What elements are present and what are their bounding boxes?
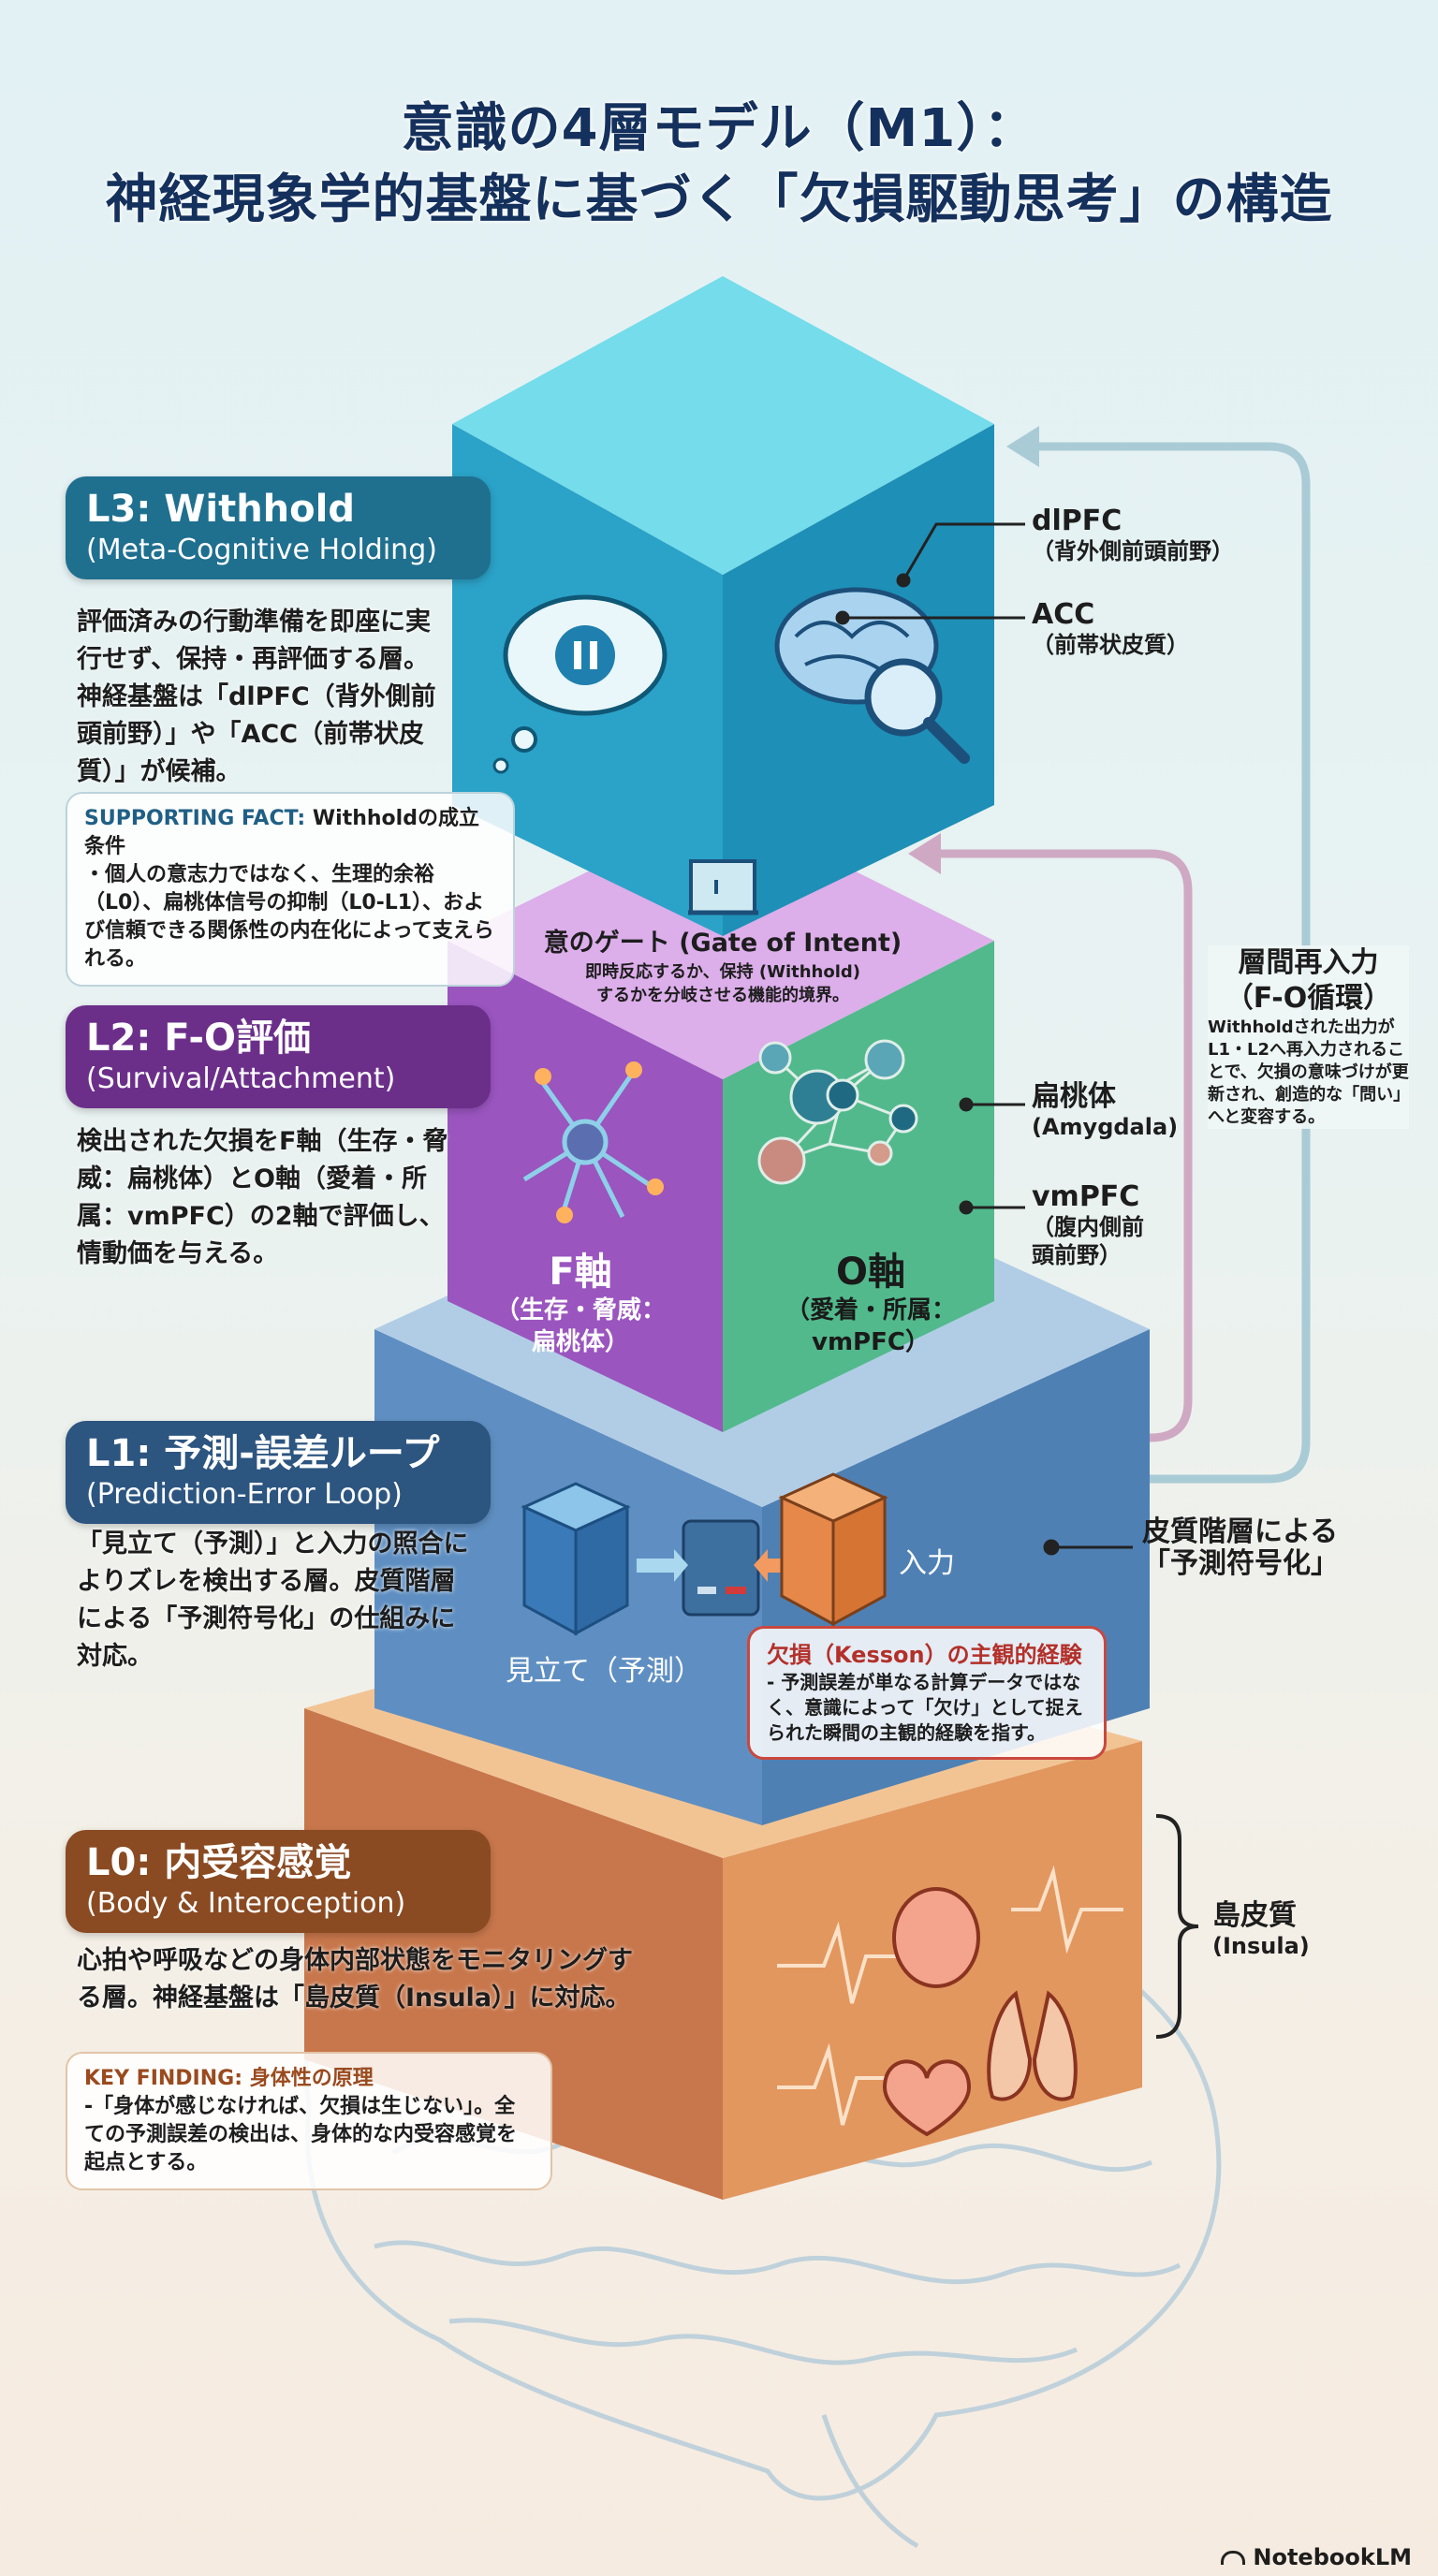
callout-lines-l3 [835, 522, 1025, 625]
callout-dlpfc-label: dlPFC [1032, 505, 1123, 537]
notebooklm-logo-icon [1221, 2550, 1246, 2565]
input-label: 入力 [899, 1547, 955, 1580]
callout-amygdala: 扁桃体 (Amygdala) [1032, 1081, 1178, 1141]
layer-l3-cube [452, 276, 994, 936]
page-title-line1: 意識の4層モデル（M1）： [401, 98, 1037, 159]
callout-dlpfc-sub: （背外側前頭前野） [1032, 538, 1234, 564]
gate-door-icon [688, 859, 758, 915]
heart-icon [882, 1887, 980, 2137]
l2-label-box: L2: F-O評価 (Survival/Attachment) [66, 1005, 491, 1108]
key-finding-label: KEY FINDING: [84, 2067, 243, 2090]
neuron-icon [522, 1061, 664, 1223]
callout-insula-sub: (Insula) [1212, 1933, 1310, 1959]
page-title-line2: 神経現象学的基盤に基づく「欠損駆動思考」の構造 [105, 169, 1333, 230]
layer-l2-cube [448, 805, 994, 1432]
o-axis-sub1: （愛着・所属： [785, 1296, 956, 1325]
gate-line1: 即時反応するか、保持 (Withhold) [584, 962, 861, 982]
key-finding-title: 身体性の原理 [249, 2067, 374, 2090]
gate-of-intent: 意のゲート (Gate of Intent) 即時反応するか、保持 (Withh… [536, 927, 910, 1007]
kesson-callout: 欠損（Kesson）の主観的経験 - 予測誤差が単なる計算データではなく、意識に… [747, 1626, 1107, 1760]
l2-heading: L2: F-O評価 [86, 1017, 311, 1060]
reentry-subtitle: （F-O循環） [1225, 982, 1392, 1015]
o-axis-title: O軸 [835, 1251, 905, 1294]
reentry-title: 層間再入力 [1238, 946, 1379, 979]
insula-bracket [1155, 1814, 1199, 2039]
l3-subheading: (Meta-Cognitive Holding) [86, 534, 437, 566]
social-network-icon [757, 1039, 918, 1185]
l0-label-box: L0: 内受容感覚 (Body & Interoception) [66, 1830, 491, 1933]
prediction-cube-icon [521, 1482, 631, 1636]
gate-title: 意のゲート (Gate of Intent) [543, 929, 902, 958]
brand-label: NotebookLM [1253, 2544, 1412, 2570]
l1-heading: L1: 予測-誤差ループ [86, 1432, 440, 1475]
comparator-panel-icon [637, 1519, 805, 1617]
kesson-body: - 予測誤差が単なる計算データではなく、意識によって「欠け」として捉えられた瞬間… [767, 1671, 1083, 1744]
key-finding-body: -「身体が感じなければ、欠損は生じない」。全ての予測誤差の検出は、身体的な内受容… [84, 2095, 518, 2174]
gate-line2: するかを分岐させる機能的境界。 [596, 986, 849, 1005]
f-axis-label: F軸 （生存・脅威： 扁桃体） [487, 1250, 674, 1358]
supporting-fact-title: Withholdの成立条件 [84, 807, 479, 858]
prediction-label: 見立て（予測） [506, 1655, 702, 1688]
l2-description: 検出された欠損をF軸（生存・脅威：扁桃体）とO軸（愛着・所属：vmPFC）の2軸… [77, 1127, 448, 1268]
callout-acc-label: ACC [1032, 598, 1095, 631]
f-axis-sub1: （生存・脅威： [494, 1296, 666, 1325]
l3-description: 評価済みの行動準備を即座に実行せず、保持・再評価する層。神経基盤は「dlPFC（… [77, 607, 436, 786]
callout-amygdala-sub: (Amygdala) [1032, 1114, 1179, 1140]
callout-acc: ACC （前帯状皮質） [1032, 599, 1189, 659]
f-axis-sub2: 扁桃体） [531, 1328, 629, 1356]
callout-vmpfc-label: vmPFC [1032, 1180, 1140, 1213]
thought-bubble-pause-icon [492, 594, 668, 774]
predictive-coding-line2: 「予測符号化」 [1142, 1547, 1339, 1580]
supporting-fact-label: SUPPORTING FACT: [84, 807, 306, 830]
input-cube-icon [778, 1472, 888, 1627]
f-axis-title: F軸 [549, 1251, 612, 1294]
l3-label-box: L3: Withhold (Meta-Cognitive Holding) [66, 476, 491, 579]
callout-lines-l2 [959, 1097, 1025, 1215]
notebooklm-brand: NotebookLM [1221, 2544, 1412, 2570]
l1-label-box: L1: 予測-誤差ループ (Prediction-Error Loop) [66, 1421, 491, 1524]
o-axis-sub2: vmPFC） [812, 1328, 930, 1356]
l1-subheading: (Prediction-Error Loop) [86, 1478, 403, 1511]
l3-supporting-fact-card: SUPPORTING FACT: Withholdの成立条件 ・個人の意志力では… [66, 792, 515, 987]
ecg-waveform-icon [777, 1865, 1123, 2126]
kesson-title: 欠損（Kesson）の主観的経験 [767, 1642, 1082, 1668]
callout-dlpfc: dlPFC （背外側前頭前野） [1032, 505, 1234, 565]
l0-heading: L0: 内受容感覚 [86, 1841, 352, 1884]
l0-description: 心拍や呼吸などの身体内部状態をモニタリングする層。神経基盤は「島皮質（Insul… [77, 1946, 633, 2012]
callout-vmpfc-sub: （腹内側前頭前野） [1032, 1214, 1144, 1268]
callout-acc-sub: （前帯状皮質） [1032, 632, 1189, 658]
supporting-fact-body: ・個人の意志力ではなく、生理的余裕（L0）、扁桃体信号の抑制（L0-L1）、およ… [84, 863, 494, 971]
reentry-body: Withholdされた出力がL1・L2へ再入力されることで、欠損の意味づけが更新… [1208, 1017, 1409, 1127]
predictive-coding-line1: 皮質階層による [1142, 1515, 1339, 1548]
o-axis-label: O軸 （愛着・所属： vmPFC） [772, 1250, 969, 1358]
l0-subheading: (Body & Interoception) [86, 1887, 406, 1920]
callout-line-l1 [1043, 1539, 1133, 1556]
callout-insula: 島皮質 (Insula) [1212, 1900, 1310, 1960]
callout-predictive-coding: 皮質階層による 「予測符号化」 [1142, 1516, 1339, 1580]
l2-subheading: (Survival/Attachment) [86, 1062, 396, 1095]
l3-heading: L3: Withhold [86, 488, 355, 531]
reentry-loop-label: 層間再入力 （F-O循環） Withholdされた出力がL1・L2へ再入力される… [1208, 945, 1409, 1129]
callout-insula-label: 島皮質 [1212, 1899, 1297, 1932]
callout-amygdala-label: 扁桃体 [1032, 1080, 1116, 1113]
l1-description: 「見立て（予測）」と入力の照合によりズレを検出する層。皮質階層による「予測符号化… [77, 1530, 469, 1671]
l0-key-finding-card: KEY FINDING: 身体性の原理 -「身体が感じなければ、欠損は生じない」… [66, 2052, 552, 2190]
lungs-icon [987, 1990, 1078, 2101]
callout-vmpfc: vmPFC （腹内側前頭前野） [1032, 1181, 1163, 1269]
